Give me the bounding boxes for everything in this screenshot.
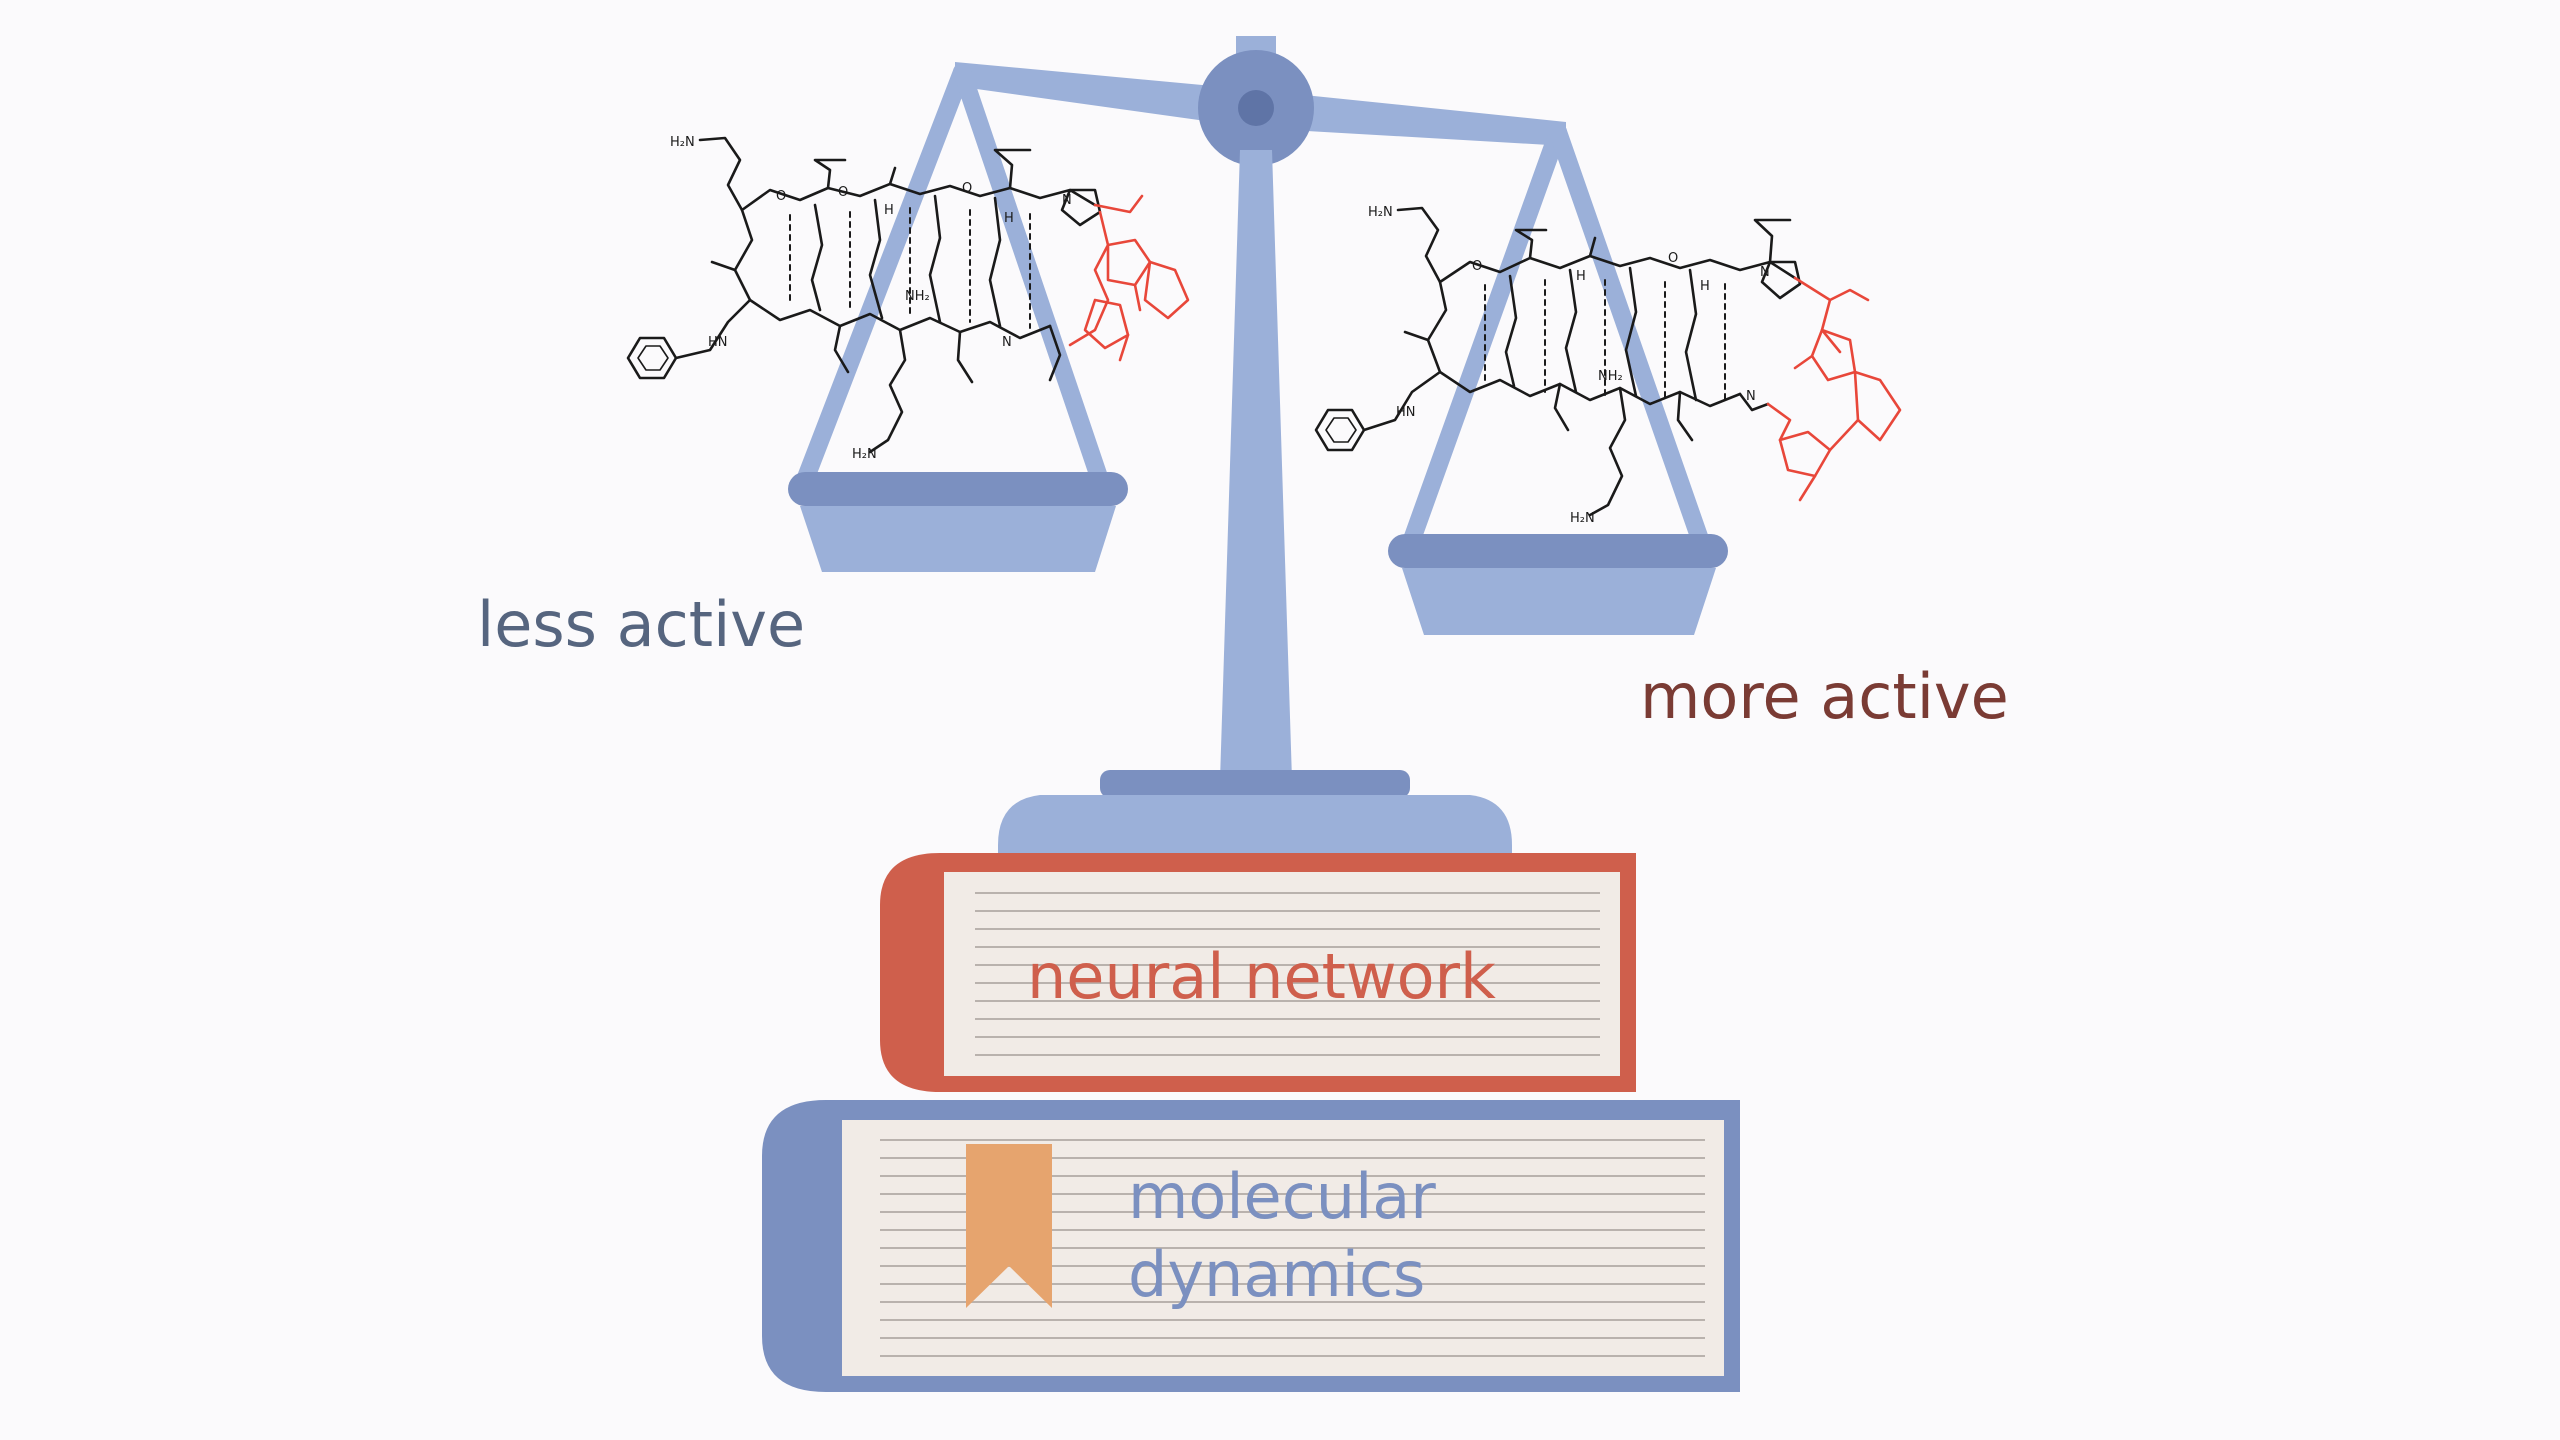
left-pan: [800, 506, 1116, 572]
modification-right: [1766, 276, 1902, 502]
atom-nitrogen: N: [1002, 335, 1012, 350]
furanone-ring-right-1: [1810, 328, 1857, 382]
furanone-ring-right-2: [1778, 430, 1832, 478]
atom-amine: H₂N: [1570, 511, 1595, 526]
book-neural-network: neural network: [880, 853, 1636, 1092]
cyclopentene-ring-right: [1853, 370, 1902, 442]
atom-hydrogen: H: [1576, 269, 1586, 284]
atom-hydrogen: H: [884, 203, 894, 218]
atom-nitrogen: N: [1760, 265, 1770, 280]
atom-ammonium: NH₂: [905, 289, 930, 304]
balance-scale: [788, 36, 1728, 858]
atom-amide: HN: [708, 335, 728, 350]
scale-beam: [955, 62, 1256, 128]
atom-hydrogen: H: [1700, 279, 1710, 294]
left-hanger-outer: [796, 63, 971, 489]
bookmark-ribbon: [966, 1144, 1052, 1308]
scale-beam-right: [1256, 90, 1566, 146]
scale-base: [998, 795, 1512, 858]
atom-amide: HN: [1396, 405, 1416, 420]
furanone-ring-left-2: [1083, 298, 1130, 350]
right-pan-rim: [1388, 534, 1728, 568]
lysine-chain-left-top: [698, 136, 744, 212]
molecule-right: [1314, 206, 1802, 517]
atom-oxygen: O: [838, 185, 848, 200]
molecule-right-labels: H₂N HN H₂N O O H H NH₂ N N: [1368, 205, 1770, 526]
lysine-chain-right-bottom: [1588, 386, 1627, 517]
modification-left: [1068, 194, 1190, 362]
right-pan: [1402, 568, 1716, 635]
atom-oxygen: O: [776, 189, 786, 204]
furanone-ring-left-1: [1106, 238, 1152, 287]
page-lines: [975, 892, 1600, 1056]
less-active-label: less active: [477, 588, 805, 661]
atom-amine: H₂N: [852, 447, 877, 462]
atom-amine: H₂N: [670, 135, 695, 150]
atom-oxygen: O: [1668, 251, 1678, 266]
atom-nitrogen: N: [1062, 193, 1072, 208]
scale-pillar: [1220, 150, 1292, 780]
book-title-dynamics: dynamics: [1128, 1238, 1425, 1311]
proline-ring-right: [1760, 260, 1802, 300]
book-title-neural-network: neural network: [1027, 940, 1496, 1013]
cyclopentene-ring-left: [1143, 260, 1190, 320]
book-pages: [944, 872, 1620, 1076]
phenyl-ring-left: [626, 336, 678, 380]
left-pan-rim: [788, 472, 1128, 506]
more-active-label: more active: [1640, 660, 2009, 733]
proline-ring-left: [1060, 188, 1102, 227]
phenyl-ring-right: [1314, 408, 1366, 452]
atom-hydrogen: H: [1004, 211, 1014, 226]
book-title-molecular: molecular: [1128, 1160, 1436, 1233]
molecule-left: [626, 136, 1102, 454]
scale-base-top: [1100, 770, 1410, 798]
molecule-left-labels: H₂N HN H₂N O O O H H NH₂ N N: [670, 135, 1072, 462]
book-molecular-dynamics: molecular dynamics: [762, 1100, 1740, 1392]
atom-nitrogen: N: [1746, 389, 1756, 404]
lysine-chain-right-top: [1396, 206, 1442, 284]
atom-oxygen: O: [1472, 259, 1482, 274]
scale-pivot-center: [1238, 90, 1274, 126]
lysine-chain-left-bottom: [868, 328, 907, 454]
atom-amine: H₂N: [1368, 205, 1393, 220]
atom-ammonium: NH₂: [1598, 369, 1623, 384]
atom-oxygen: O: [962, 181, 972, 196]
